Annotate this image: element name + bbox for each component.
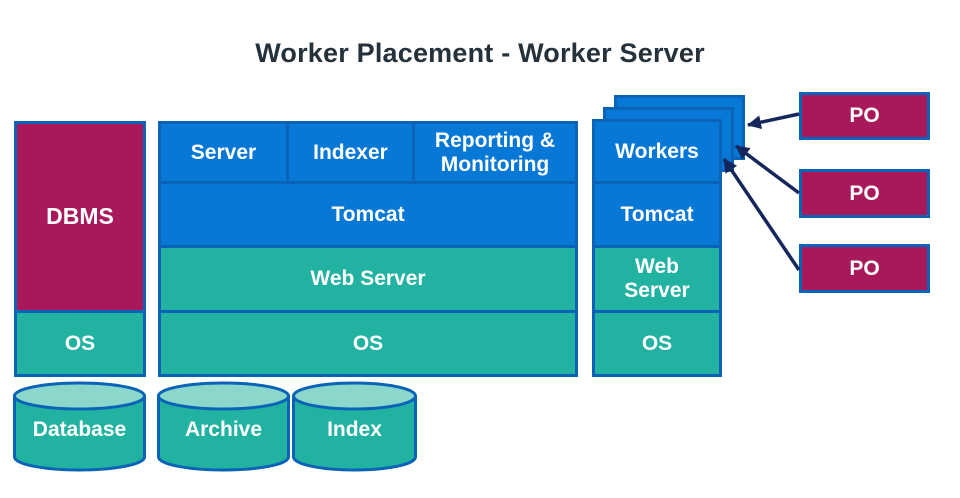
reporting-monitoring-label: Reporting & Monitoring — [434, 128, 556, 176]
tomcat-box-right: Tomcat — [592, 181, 722, 248]
database-cylinder — [13, 381, 146, 472]
arrow-po3-to-workers — [722, 158, 801, 271]
tomcat-label-right: Tomcat — [620, 202, 694, 226]
po-label-1: PO — [849, 104, 880, 128]
web-server-box-right: Web Server — [592, 245, 722, 313]
web-server-label-middle: Web Server — [310, 267, 426, 291]
workers-label: Workers — [615, 139, 699, 163]
os-label-middle: OS — [352, 331, 384, 355]
reporting-monitoring-box: Reporting & Monitoring — [412, 121, 578, 184]
diagram-title: Worker Placement - Worker Server — [255, 38, 705, 68]
indexer-label: Indexer — [313, 140, 388, 164]
po-label-2: PO — [849, 181, 880, 205]
web-server-box-middle: Web Server — [158, 245, 578, 313]
dbms-box: DBMS — [14, 121, 146, 313]
tomcat-box-middle: Tomcat — [158, 181, 578, 248]
po-label-3: PO — [849, 256, 880, 280]
po-box-2: PO — [799, 169, 930, 218]
os-box-right: OS — [592, 310, 722, 377]
server-box: Server — [158, 121, 289, 184]
tomcat-label-middle: Tomcat — [331, 202, 405, 226]
index-cylinder — [292, 381, 417, 472]
server-label: Server — [190, 140, 257, 164]
arrow-po1-to-workers — [747, 112, 800, 130]
indexer-box: Indexer — [286, 121, 415, 184]
os-box-middle: OS — [158, 310, 578, 377]
arrow-po2-to-workers — [734, 144, 801, 195]
workers-box: Workers — [592, 119, 722, 184]
web-server-label-right: Web Server — [624, 255, 690, 302]
po-box-1: PO — [799, 92, 930, 140]
archive-cylinder — [157, 381, 290, 472]
os-label-right: OS — [641, 331, 673, 355]
dbms-label: DBMS — [46, 203, 114, 230]
po-box-3: PO — [799, 244, 930, 293]
os-box-left: OS — [14, 310, 146, 377]
os-label-left: OS — [64, 331, 96, 355]
